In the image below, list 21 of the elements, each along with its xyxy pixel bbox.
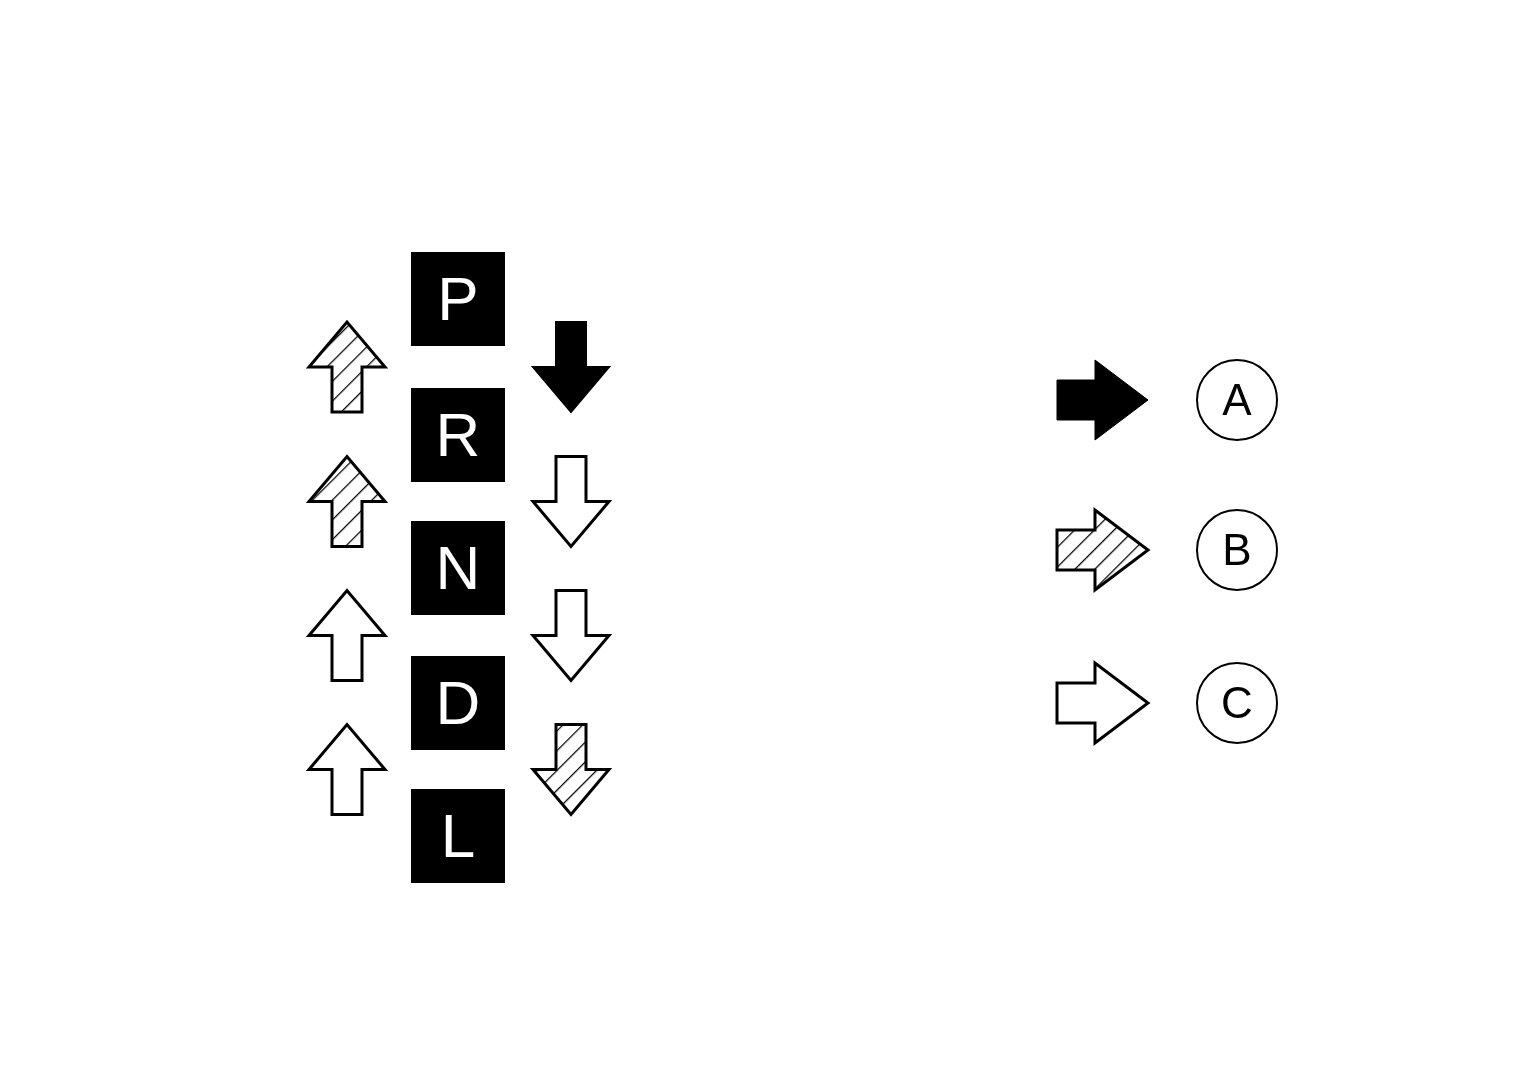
position-letter: R [435,404,481,466]
circled-legend-letter: C [1196,662,1278,744]
block-arrow [529,455,613,549]
block-arrow [305,454,389,548]
block-arrow [530,321,612,414]
shift-position-box [411,388,505,482]
block-arrow [529,723,613,817]
block-arrow [305,722,389,816]
shift-position-box [411,789,505,883]
circled-legend-letter: B [1196,509,1278,591]
shift-position-box [411,252,505,346]
position-letter: L [440,805,476,867]
shift-position-box [411,656,505,750]
block-arrow [305,319,389,414]
circled-legend-letter: A [1196,359,1278,441]
position-letter: D [435,672,481,734]
shift-position-box [411,521,505,615]
block-arrow [529,589,613,683]
position-letter: N [435,537,481,599]
position-letter: P [437,268,479,330]
block-arrow [305,588,389,682]
